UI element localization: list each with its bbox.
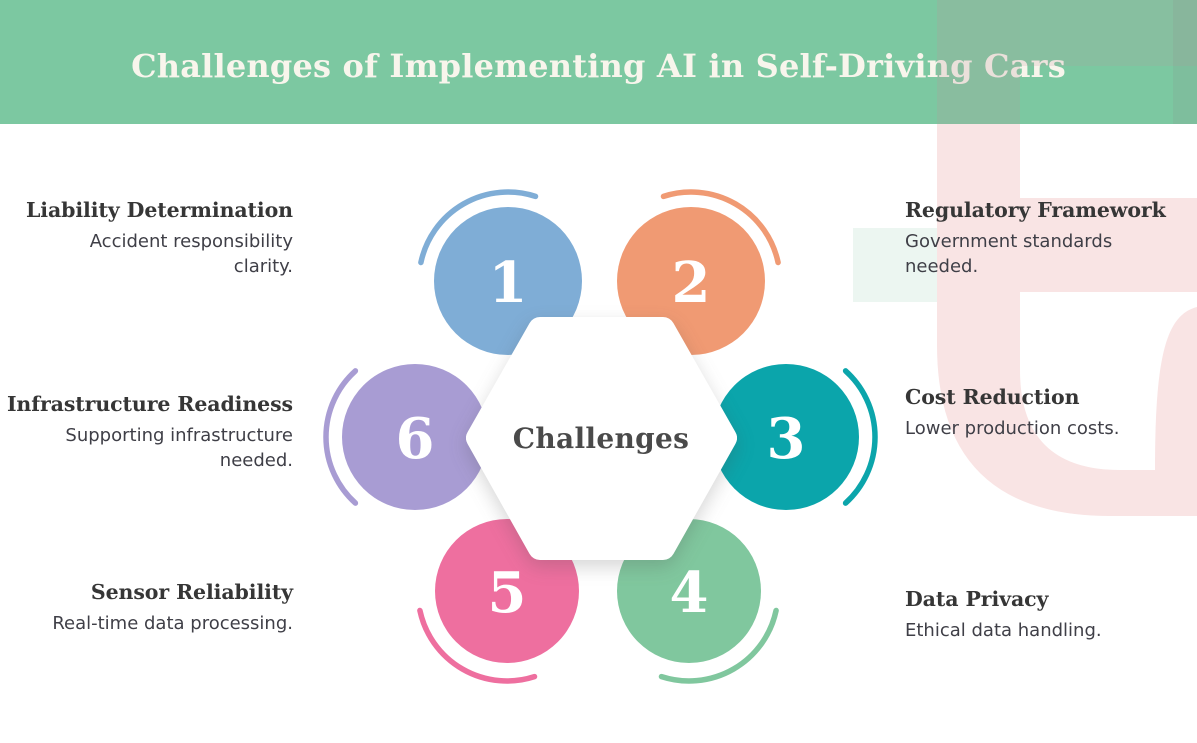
item-title: Infrastructure Readiness — [6, 392, 293, 416]
step-number-4: 4 — [670, 560, 709, 626]
label-block-liability-determination: Liability Determination Accident respons… — [25, 198, 293, 279]
item-description: Supporting infrastructure needed. — [65, 425, 293, 472]
step-arc-5 — [417, 607, 538, 684]
label-block-infrastructure-readiness: Infrastructure Readiness Supporting infr… — [7, 392, 293, 473]
step-arc-3 — [842, 368, 878, 506]
header-banner: Challenges of Implementing AI in Self-Dr… — [0, 0, 1197, 124]
watermark-stem-and-foot — [937, 124, 1197, 516]
step-circle-3 — [713, 364, 859, 510]
step-arc-6 — [323, 368, 359, 506]
item-description: Ethical data handling. — [905, 620, 1102, 641]
item-title: Liability Determination — [25, 198, 293, 222]
item-description: Accident responsibility clarity. — [89, 231, 293, 278]
step-number-5: 5 — [488, 560, 527, 626]
center-hexagon — [466, 317, 737, 560]
step-arc-2 — [660, 189, 781, 266]
label-block-data-privacy: Data Privacy Ethical data handling. — [905, 587, 1150, 643]
item-title: Regulatory Framework — [905, 198, 1166, 222]
mint-accent-square — [853, 228, 937, 302]
step-number-2: 2 — [672, 250, 711, 316]
label-block-cost-reduction: Cost Reduction Lower production costs. — [905, 385, 1150, 441]
label-block-sensor-reliability: Sensor Reliability Real-time data proces… — [25, 580, 293, 636]
item-title: Sensor Reliability — [90, 580, 293, 604]
watermark-letter-shape — [937, 124, 1197, 516]
step-number-1: 1 — [489, 250, 528, 316]
label-block-regulatory-framework: Regulatory Framework Government standard… — [905, 198, 1166, 279]
step-number-6: 6 — [396, 406, 435, 472]
page-title: Challenges of Implementing AI in Self-Dr… — [131, 47, 1066, 85]
step-arc-4 — [658, 607, 779, 684]
watermark-crossbar — [1020, 198, 1197, 292]
step-number-3: 3 — [767, 406, 806, 472]
item-description: Lower production costs. — [905, 418, 1120, 439]
step-arc-1 — [418, 189, 539, 266]
item-title: Data Privacy — [905, 587, 1049, 611]
item-description: Real-time data processing. — [52, 613, 293, 634]
item-title: Cost Reduction — [905, 385, 1080, 409]
center-label: Challenges — [513, 422, 689, 455]
item-description: Government standards needed. — [905, 231, 1113, 278]
watermark-right-curve — [1155, 307, 1197, 470]
step-circle-6 — [342, 364, 488, 510]
